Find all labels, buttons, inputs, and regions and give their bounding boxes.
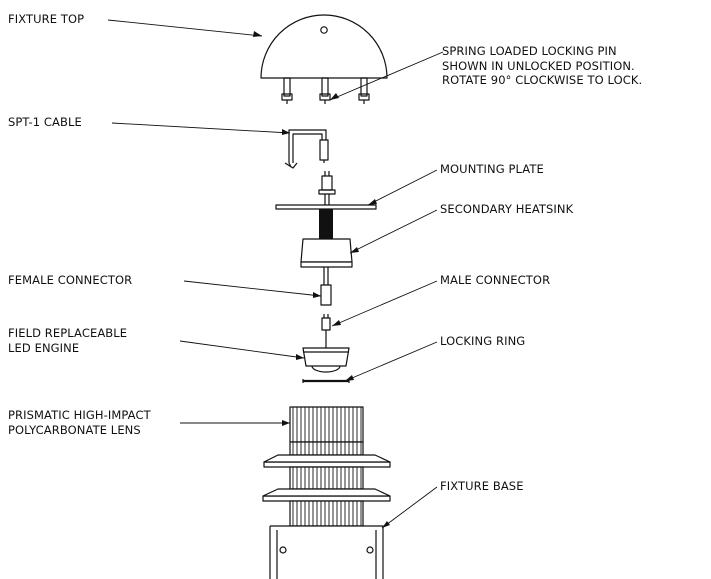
leader-lines	[107, 19, 444, 529]
label-lens-line1: PRISMATIC HIGH-IMPACT	[8, 408, 151, 422]
label-secondary-heatsink: SECONDARY HEATSINK	[440, 202, 574, 216]
label-led-engine-line2: LED ENGINE	[8, 340, 80, 355]
label-mounting-plate: MOUNTING PLATE	[440, 162, 544, 176]
male-connector-part	[321, 314, 331, 348]
label-male-connector: MALE CONNECTOR	[440, 273, 551, 287]
lens-part	[262, 406, 391, 527]
label-lens: PRISMATIC HIGH-IMPACT POLYCARBONATE LENS	[8, 408, 151, 437]
label-led-engine: FIELD REPLACEABLE LED ENGINE	[8, 326, 127, 355]
label-spt1-cable: SPT-1 CABLE	[8, 115, 82, 129]
label-female-connector: FEMALE CONNECTOR	[8, 273, 133, 287]
spt1-cable-part	[284, 129, 329, 169]
label-locking-pin-line3: ROTATE 90° CLOCKWISE TO LOCK.	[442, 73, 643, 87]
label-locking-pin: SPRING LOADED LOCKING PIN SHOWN IN UNLOC…	[442, 44, 642, 88]
locking-ring-part	[302, 379, 350, 383]
label-locking-pin-line2: SHOWN IN UNLOCKED POSITION.	[442, 58, 635, 73]
cable-bundle	[319, 209, 333, 239]
label-lens-line2: POLYCARBONATE LENS	[8, 422, 141, 437]
label-locking-pin-line1: SPRING LOADED LOCKING PIN	[442, 44, 617, 58]
fixture-top-part	[260, 14, 388, 104]
label-locking-ring: LOCKING RING	[440, 334, 526, 348]
label-fixture-base: FIXTURE BASE	[440, 479, 524, 493]
leader-arrowheads	[253, 31, 390, 528]
led-engine-part	[302, 347, 350, 373]
mounting-plate-part	[275, 171, 377, 210]
secondary-heatsink-part	[300, 238, 353, 285]
label-fixture-top: FIXTURE TOP	[8, 12, 85, 26]
fixture-base-part	[269, 525, 384, 579]
female-connector-part	[320, 284, 332, 306]
label-led-engine-line1: FIELD REPLACEABLE	[8, 326, 128, 340]
